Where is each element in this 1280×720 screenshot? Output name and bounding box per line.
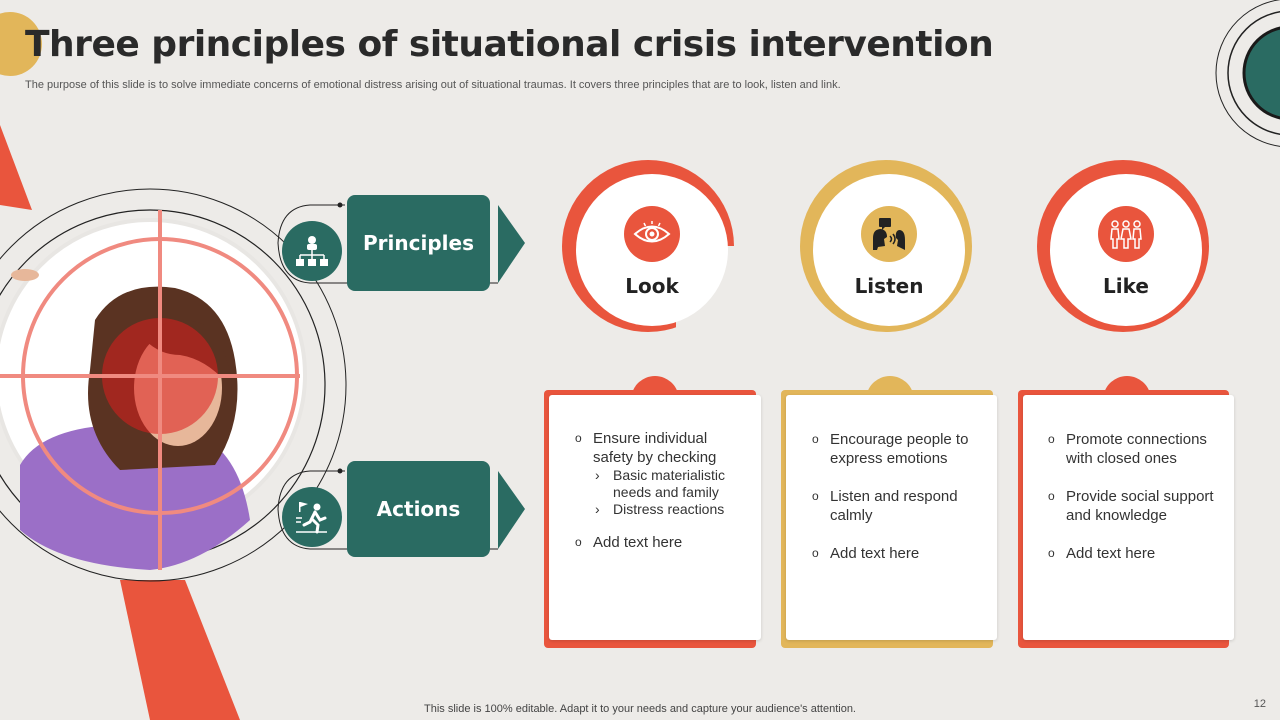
- people-group-icon: [1098, 206, 1154, 262]
- eye-icon: [624, 206, 680, 262]
- sub-list-item: Distress reactions: [593, 501, 747, 518]
- corner-decoration-rings: [1215, 0, 1280, 147]
- card-listen: Encourage people to express emotions Lis…: [786, 395, 997, 640]
- footer-note: This slide is 100% editable. Adapt it to…: [424, 703, 856, 715]
- list-item: Add text here: [1046, 544, 1226, 563]
- page-subtitle: The purpose of this slide is to solve im…: [25, 79, 841, 91]
- list-item: Promote connections with closed ones: [1046, 430, 1226, 468]
- card-like: Promote connections with closed ones Pro…: [1023, 395, 1234, 640]
- hero-illustration: [0, 125, 347, 720]
- page-title: Three principles of situational crisis i…: [25, 24, 994, 65]
- principle-listen: Listen: [813, 174, 965, 326]
- list-item: Add text here: [810, 544, 985, 563]
- list-item: Encourage people to express emotions: [810, 430, 985, 468]
- card-look: Ensure individual safety by checking Bas…: [549, 395, 761, 640]
- actions-label: Actions: [347, 461, 490, 557]
- actions-connector: [277, 468, 525, 550]
- principle-look-label: Look: [625, 274, 679, 298]
- speaking-listening-icon: [861, 206, 917, 262]
- principles-label: Principles: [347, 195, 490, 291]
- list-item: Provide social support and knowledge: [1046, 487, 1226, 525]
- org-chart-icon: [282, 221, 342, 281]
- list-item: Listen and respond calmly: [810, 487, 985, 525]
- list-item-text: Ensure individual safety by checking: [593, 430, 717, 466]
- list-item: Ensure individual safety by checking Bas…: [573, 429, 747, 518]
- principle-like-label: Like: [1103, 274, 1149, 298]
- sub-list-item: Basic materialistic needs and family: [593, 467, 747, 501]
- person-running-exit-icon: [282, 487, 342, 547]
- page-number: 12: [1253, 698, 1266, 710]
- principles-connector: [277, 202, 525, 284]
- list-item: Add text here: [573, 533, 747, 552]
- principle-look: Look: [576, 174, 728, 326]
- principle-listen-label: Listen: [854, 274, 924, 298]
- principle-like: Like: [1050, 174, 1202, 326]
